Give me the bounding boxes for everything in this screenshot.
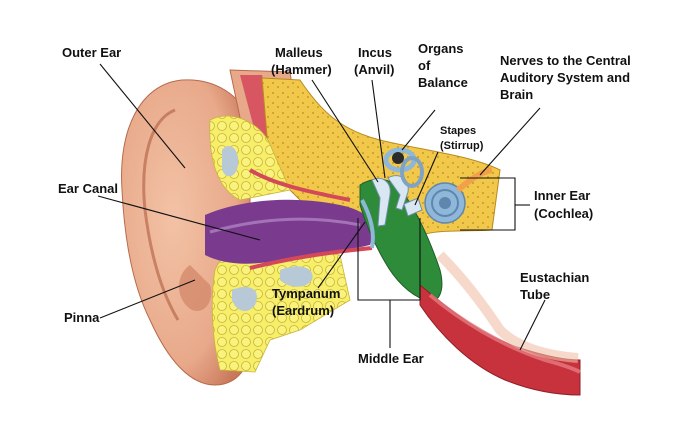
- label-malleus: Malleus (Hammer): [271, 45, 332, 77]
- leader-tympanum: [317, 221, 366, 289]
- ear-canal-shape: [205, 199, 375, 264]
- earlobe-shade: [178, 265, 212, 311]
- pinna-fold: [142, 108, 180, 321]
- leader-outer-ear: [99, 63, 186, 169]
- eustachian-tube-lining: [436, 251, 579, 363]
- cavity-upper: [222, 145, 239, 177]
- label-inner-ear: Inner Ear (Cochlea): [534, 188, 594, 221]
- leader-eustachian: [519, 299, 546, 351]
- label-eustachian: Eustachian Tube: [520, 270, 593, 302]
- leader-pinna: [99, 279, 196, 319]
- bracket-inner-ear: [460, 177, 516, 231]
- vestibule: [392, 152, 404, 164]
- label-outer-ear: Outer Ear: [62, 45, 121, 60]
- label-stapes: Stapes (Stirrup): [440, 125, 484, 152]
- malleus-bone: [371, 177, 391, 227]
- semicircular-canal-2: [400, 156, 424, 188]
- label-ear-canal: Ear Canal: [58, 181, 118, 196]
- leader-malleus: [311, 79, 379, 183]
- leader-stapes: [414, 151, 439, 206]
- bracket-middle-ear: [357, 218, 421, 301]
- auditory-nerve: [456, 167, 493, 193]
- canal-wall-upper: [248, 168, 351, 202]
- cavity-lower: [232, 286, 258, 312]
- leader-organs: [401, 109, 436, 151]
- stapes-bone: [403, 197, 423, 217]
- leader-incus: [371, 79, 386, 179]
- ear-canal-highlight: [209, 217, 361, 234]
- label-incus: Incus (Anvil): [354, 45, 396, 77]
- label-nerves: Nerves to the Central Auditory System an…: [500, 53, 634, 102]
- eustachian-tube-inner: [428, 293, 581, 374]
- cavity-lower-2: [280, 266, 313, 287]
- label-middle-ear: Middle Ear: [358, 351, 424, 366]
- leader-ear-canal: [97, 195, 261, 241]
- cochlea-shape: [424, 182, 466, 224]
- tympanum-shape: [360, 199, 375, 249]
- label-pinna: Pinna: [64, 310, 100, 325]
- label-tympanum: Tympanum (Eardrum): [272, 286, 344, 318]
- leader-nerves: [479, 107, 541, 176]
- label-organs-of-balance: Organs of Balance: [418, 41, 468, 90]
